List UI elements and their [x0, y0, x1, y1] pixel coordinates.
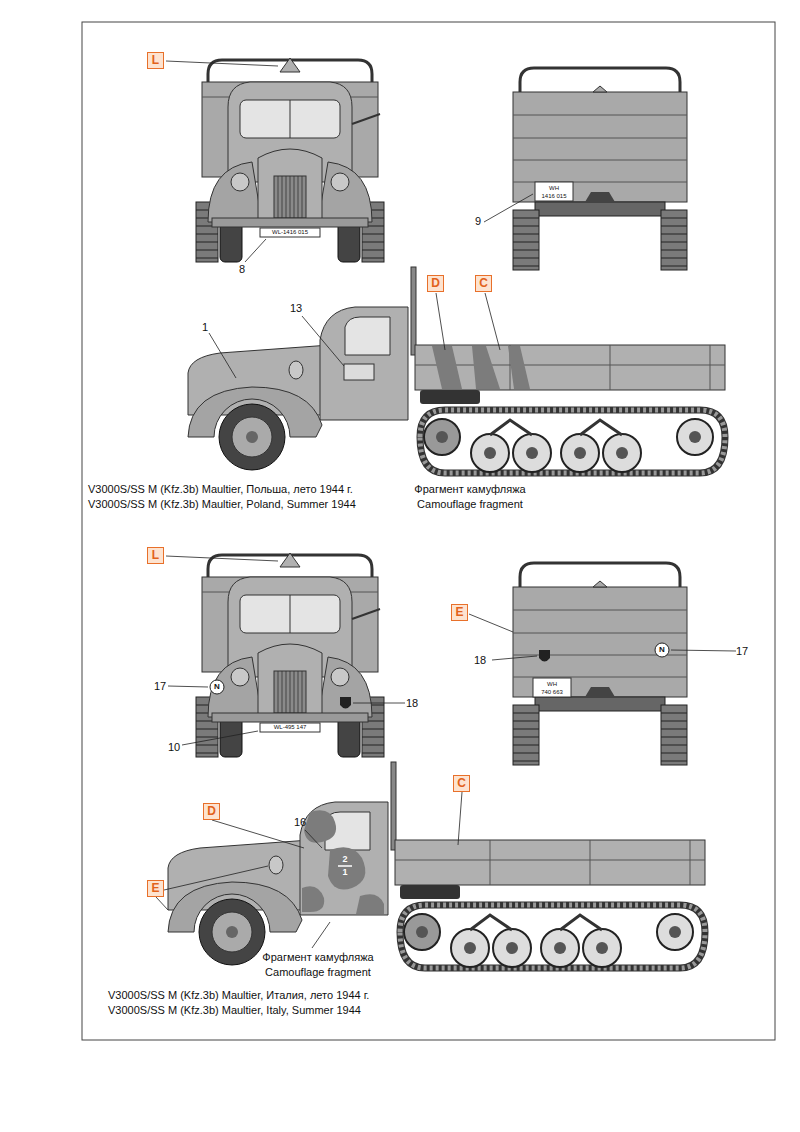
tactical-letter: N — [659, 646, 665, 654]
unit-emblem — [340, 697, 351, 709]
paint-code-box: C — [475, 275, 492, 292]
plate-text: 740 663 — [541, 689, 563, 695]
caption: V3000S/SS M (Kfz.3b) Maultier, Italy, Su… — [108, 1005, 361, 1016]
camouflage — [302, 810, 384, 914]
note: Фрагмент камуфляжа — [262, 952, 373, 963]
paint-code: C — [479, 276, 488, 290]
paint-code: E — [151, 881, 159, 895]
paint-code-box: L — [147, 547, 164, 564]
callout-number: 1 — [202, 322, 208, 333]
callout-number: 8 — [239, 264, 245, 275]
tactical-sign — [210, 680, 224, 694]
door-marking: 1 — [342, 868, 347, 877]
callout-number: 17 — [736, 646, 748, 657]
side-view — [168, 762, 705, 968]
unit-emblem — [539, 650, 550, 662]
rear-view — [513, 563, 687, 765]
caption: V3000S/SS M (Kfz.3b) Maultier, Poland, S… — [88, 499, 356, 510]
plate-text: WH — [547, 681, 557, 687]
door-marking: 2 — [342, 855, 347, 864]
number-plate — [533, 678, 571, 697]
side-view — [188, 267, 725, 473]
tactical-sign — [655, 643, 669, 657]
page-frame — [82, 22, 775, 1040]
paint-code-box: E — [451, 604, 468, 621]
note: Camouflage fragment — [417, 499, 523, 510]
paint-code-box: D — [203, 803, 220, 820]
camouflage — [432, 346, 530, 389]
front-view — [196, 58, 384, 262]
callout-number: 17 — [154, 681, 166, 692]
callout-number: 9 — [475, 216, 481, 227]
paint-code: D — [207, 804, 216, 818]
caption: V3000S/SS M (Kfz.3b) Maultier, Польша, л… — [88, 484, 353, 495]
plate-text: WL-495 147 — [274, 724, 307, 730]
paint-code: L — [152, 548, 159, 562]
plate-text: WH — [549, 185, 559, 191]
note: Фрагмент камуфляжа — [414, 484, 525, 495]
callout-number: 13 — [290, 303, 302, 314]
number-plate — [535, 182, 573, 201]
caption: V3000S/SS M (Kfz.3b) Maultier, Италия, л… — [108, 990, 369, 1001]
callout-number: 10 — [168, 742, 180, 753]
paint-code: E — [455, 605, 463, 619]
paint-code-box: E — [147, 880, 164, 897]
paint-code: L — [152, 53, 159, 67]
tactical-letter: N — [214, 683, 220, 691]
paint-code: D — [431, 276, 440, 290]
note: Camouflage fragment — [265, 967, 371, 978]
paint-code-box: L — [147, 52, 164, 69]
paint-code-box: D — [427, 275, 444, 292]
plate-text: 1416 015 — [541, 193, 566, 199]
decal — [344, 364, 374, 380]
paint-code-box: C — [453, 775, 470, 792]
plate-text: WL-1416 015 — [272, 229, 308, 235]
callout-number: 18 — [406, 698, 418, 709]
paint-code: C — [457, 776, 466, 790]
front-view — [196, 553, 384, 757]
callout-number: 16 — [294, 817, 306, 828]
rear-view — [513, 68, 687, 270]
callout-number: 18 — [474, 655, 486, 666]
